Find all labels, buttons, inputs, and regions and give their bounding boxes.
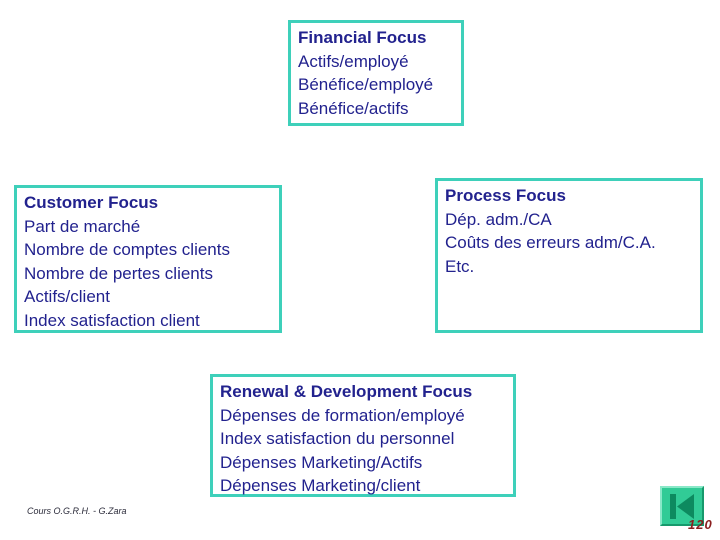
customer-focus-item: Actifs/client [24,287,110,306]
customer-focus-box: Customer Focus Part de marché Nombre de … [14,185,282,333]
renewal-development-focus-box: Renewal & Development Focus Dépenses de … [210,374,516,497]
financial-focus-item: Bénéfice/actifs [298,98,409,118]
financial-focus-item: Bénéfice/employé [298,75,434,94]
customer-focus-item: Index satisfaction client [24,310,200,330]
process-focus-item: Coûts des erreurs adm/C.A. [445,233,656,252]
customer-focus-item: Nombre de comptes clients [24,240,230,259]
skip-to-start-button[interactable] [660,486,704,526]
customer-focus-item: Nombre de pertes clients [24,263,213,283]
financial-focus-item: Actifs/employé [298,51,409,71]
renewal-development-focus-item: Dépenses Marketing/client [220,476,421,495]
renewal-development-focus-title: Renewal & Development Focus [220,382,473,401]
financial-focus-box: Financial Focus Actifs/employé Bénéfice/… [288,20,464,126]
process-focus-title: Process Focus [445,186,566,205]
process-focus-item: Etc. [445,256,475,276]
financial-focus-title: Financial Focus [298,28,427,47]
renewal-development-focus-item: Index satisfaction du personnel [220,429,455,448]
customer-focus-title: Customer Focus [24,193,159,212]
process-focus-box: Process Focus Dép. adm./CA Coûts des err… [435,178,703,333]
renewal-development-focus-item: Dépenses de formation/employé [220,405,465,425]
customer-focus-item: Part de marché [24,216,141,236]
footer-credit: Cours O.G.R.H. - G.Zara [27,506,127,516]
process-focus-item: Dép. adm./CA [445,209,552,229]
page-number: 120 [688,517,713,532]
skip-to-start-icon [668,493,696,520]
renewal-development-focus-item: Dépenses Marketing/Actifs [220,452,423,472]
